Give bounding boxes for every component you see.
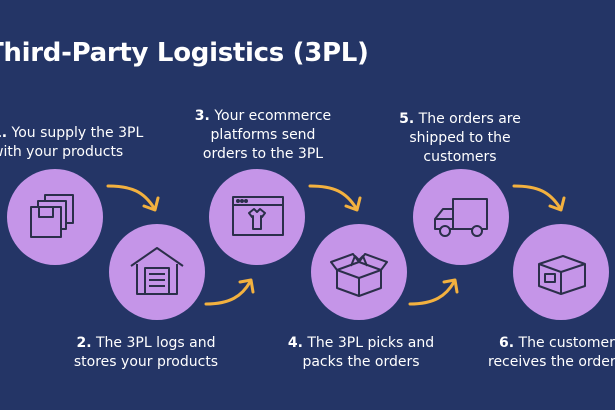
truck-icon bbox=[434, 198, 488, 237]
step-2-number: 2. bbox=[76, 335, 92, 351]
step-6-number: 6. bbox=[499, 335, 515, 351]
step-2-circle bbox=[109, 224, 205, 320]
step-3-line-1: 3. Your ecommerce bbox=[178, 107, 348, 126]
step-5-label: 5. The orders are shipped to the custome… bbox=[382, 110, 538, 167]
step-4-text-1: The 3PL picks and bbox=[307, 335, 435, 351]
boxes-icon bbox=[30, 194, 74, 238]
step-6-line-1: 6. The customer bbox=[488, 334, 615, 353]
step-3-line-3: orders to the 3PL bbox=[202, 146, 324, 162]
step-5-number: 5. bbox=[399, 111, 415, 127]
step-1-text-1: You supply the 3PL bbox=[11, 125, 144, 141]
step-5-line-3: customers bbox=[423, 149, 497, 165]
arrow-3-to-4 bbox=[308, 184, 362, 212]
step-6-text-1: The customer bbox=[518, 335, 615, 351]
package-icon bbox=[538, 255, 586, 295]
arrow-4-to-5 bbox=[408, 278, 459, 306]
step-1-label: 1. You supply the 3PL with your products bbox=[0, 124, 143, 162]
ecommerce-browser-icon bbox=[232, 196, 284, 236]
step-4-line-2: packs the orders bbox=[302, 354, 420, 370]
arrow-1-to-2 bbox=[106, 184, 160, 212]
warehouse-icon bbox=[130, 247, 184, 295]
step-6-label: 6. The customer receives the order bbox=[488, 334, 615, 372]
arrow-5-to-6 bbox=[512, 184, 566, 212]
packed-box-icon bbox=[330, 253, 388, 297]
step-3-label: 3. Your ecommerce platforms send orders … bbox=[178, 107, 348, 164]
step-5-line-1: 5. The orders are bbox=[382, 110, 538, 129]
step-1-line-1: 1. You supply the 3PL bbox=[0, 124, 143, 143]
step-5-line-2: shipped to the bbox=[409, 130, 511, 146]
step-4-line-1: 4. The 3PL picks and bbox=[276, 334, 446, 353]
arrow-2-to-3 bbox=[204, 278, 255, 306]
step-6-circle bbox=[513, 224, 609, 320]
step-2-label: 2. The 3PL logs and stores your products bbox=[60, 334, 232, 372]
step-6-line-2: receives the order bbox=[488, 354, 615, 370]
step-3-line-2: platforms send bbox=[210, 127, 316, 143]
step-1-number: 1. bbox=[0, 125, 8, 141]
step-4-circle bbox=[311, 224, 407, 320]
step-1-circle bbox=[7, 169, 103, 265]
step-3-number: 3. bbox=[194, 108, 210, 124]
step-4-number: 4. bbox=[287, 335, 303, 351]
step-3-text-1: Your ecommerce bbox=[214, 108, 332, 124]
step-3-circle bbox=[209, 169, 305, 265]
step-5-text-1: The orders are bbox=[418, 111, 521, 127]
step-2-text-1: The 3PL logs and bbox=[96, 335, 216, 351]
step-2-line-2: stores your products bbox=[73, 354, 219, 370]
step-1-line-2: with your products bbox=[0, 144, 124, 160]
page-title: Third-Party Logistics (3PL) bbox=[0, 38, 369, 68]
step-4-label: 4. The 3PL picks and packs the orders bbox=[276, 334, 446, 372]
step-2-line-1: 2. The 3PL logs and bbox=[60, 334, 232, 353]
step-5-circle bbox=[413, 169, 509, 265]
